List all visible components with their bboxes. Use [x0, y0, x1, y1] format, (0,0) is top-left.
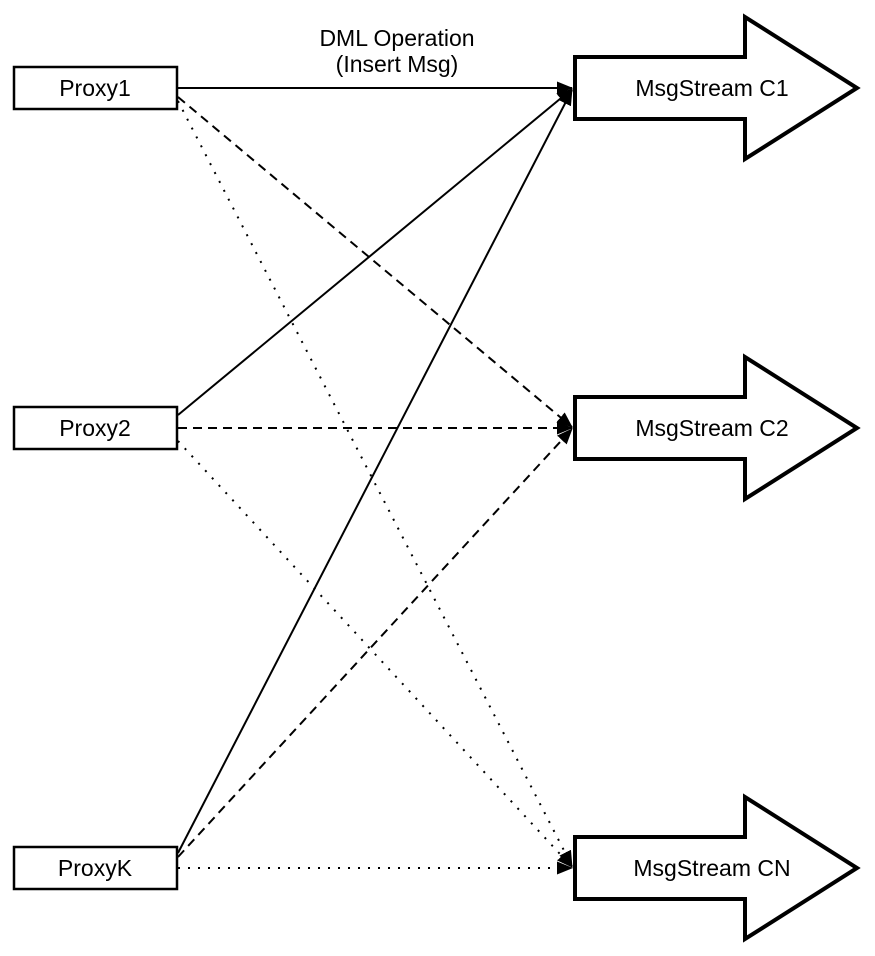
dml-operation-label-line2: (Insert Msg) [336, 51, 459, 77]
proxy1-box [12, 65, 179, 111]
msgstream-c1-arrow [573, 13, 861, 163]
msgstream-c2-label: MsgStream C2 [635, 415, 788, 441]
edge-proxyk-c1 [177, 89, 573, 854]
proxy2-label: Proxy2 [59, 415, 131, 441]
msgstream-cn-arrow [573, 793, 861, 943]
proxy2-box [12, 405, 179, 451]
proxyk-label: ProxyK [58, 855, 133, 881]
edge-proxy2-c1 [177, 88, 573, 416]
edge-proxy1-cn [177, 100, 573, 867]
msgstream-c2-arrow [573, 353, 861, 503]
edge-proxy2-cn [177, 440, 573, 868]
msgstream-nodes: MsgStream C1 MsgStream C2 MsgStream CN [573, 13, 861, 943]
proxy-nodes: Proxy1 Proxy2 ProxyK [12, 65, 179, 891]
msgstream-cn-label: MsgStream CN [633, 855, 790, 881]
edges [177, 81, 573, 875]
edge-proxy1-c2 [177, 96, 573, 428]
proxyk-box [12, 845, 179, 891]
edge-proxyk-c2 [177, 428, 573, 858]
dml-operation-annotation: DML Operation (Insert Msg) [319, 25, 474, 77]
msgstream-c1-label: MsgStream C1 [635, 75, 788, 101]
dml-operation-label-line1: DML Operation [319, 25, 474, 51]
proxy1-label: Proxy1 [59, 75, 131, 101]
